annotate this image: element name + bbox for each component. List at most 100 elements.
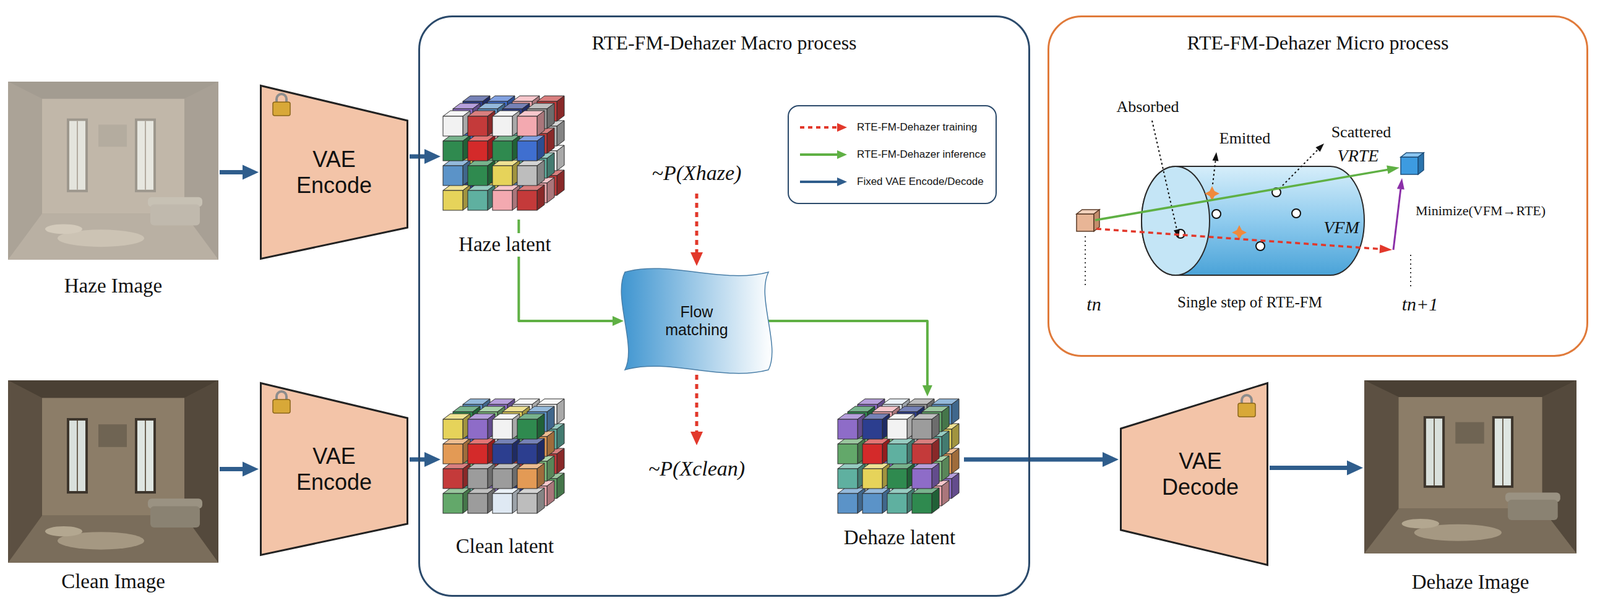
connector-line — [409, 457, 426, 463]
shape-part — [272, 399, 291, 414]
photo-scene — [1364, 380, 1577, 554]
shape-part — [443, 190, 463, 211]
shape-part — [467, 141, 488, 161]
shape-part — [1238, 403, 1256, 418]
latent-cube — [443, 488, 471, 514]
shape-part — [492, 444, 513, 465]
shape-part — [941, 480, 950, 507]
arrow-head — [1316, 143, 1325, 152]
latent-cube — [443, 110, 471, 137]
rte-velocity — [1095, 169, 1388, 221]
arrow-head — [424, 452, 441, 468]
latent-cube — [517, 413, 545, 440]
trapezoid — [1121, 383, 1268, 566]
shape-part — [862, 419, 883, 440]
connector-line — [219, 170, 244, 175]
latent-cube — [837, 438, 865, 465]
shape-part — [556, 145, 565, 171]
shape-part — [443, 444, 463, 465]
latent-cube — [467, 110, 495, 137]
shape-part — [887, 419, 908, 440]
shape-part — [517, 419, 538, 440]
latent-cube — [837, 463, 865, 489]
shape-part — [941, 455, 950, 482]
shape-part — [492, 165, 513, 186]
shape-part — [546, 152, 555, 179]
shape-part — [517, 190, 538, 211]
caption: Clean latent — [452, 535, 559, 559]
shape-part — [951, 399, 960, 425]
process-label: Emitted — [1219, 129, 1271, 148]
caption: Clean Image — [57, 570, 169, 594]
shape-part — [931, 463, 940, 489]
box-label: Flow matching — [665, 303, 728, 340]
latent-cube — [911, 413, 940, 440]
particle — [1212, 209, 1221, 219]
training-arrow — [695, 374, 699, 434]
time-leader — [1410, 254, 1412, 289]
latent-cube — [467, 135, 495, 161]
shape-part — [492, 116, 513, 137]
shape-part — [862, 493, 883, 514]
trapezoid — [261, 383, 408, 556]
shape-part — [537, 135, 545, 161]
latent-cube — [862, 413, 890, 440]
latent-tensor: Dehaze latent — [836, 397, 963, 522]
shape-part — [517, 493, 538, 514]
shape-part — [887, 468, 908, 489]
shape-part — [467, 493, 488, 514]
caption: Dehaze latent — [840, 526, 960, 551]
shape-part — [837, 419, 858, 440]
shape-part — [862, 468, 883, 489]
shape-part — [492, 190, 513, 211]
process-label: Absorbed — [1116, 98, 1179, 117]
latent-cube — [887, 438, 915, 465]
shape-part — [546, 431, 555, 457]
velocity-label: VRTE — [1337, 146, 1380, 166]
vae-encoder: VAE Encode — [259, 382, 409, 557]
latent-cube — [911, 463, 940, 489]
shape-part — [556, 473, 565, 499]
latent-cube — [467, 463, 495, 489]
lock-icon — [272, 391, 291, 414]
shape-part — [911, 468, 932, 489]
latent-cube — [492, 488, 520, 514]
latent-cube — [517, 438, 545, 465]
shape-part — [537, 438, 545, 465]
latent-shape — [836, 397, 963, 522]
shape-part — [467, 419, 488, 440]
legend-text: Fixed VAE Encode/Decode — [856, 175, 984, 189]
shape-part — [546, 406, 555, 432]
arrow-head — [1212, 152, 1219, 162]
latent-cube — [467, 488, 495, 514]
latent-cube — [467, 160, 495, 186]
latent-cube — [467, 184, 495, 211]
box-label: VAE Encode — [296, 443, 372, 495]
shape-part — [837, 468, 858, 489]
shape-part — [556, 95, 565, 122]
latent-cube — [887, 488, 915, 514]
shape-part — [556, 423, 565, 450]
macro-panel: RTE-FM-Dehazer Macro processHaze latentF… — [418, 15, 1031, 598]
shape-part — [887, 493, 908, 514]
latent-cube — [862, 438, 890, 465]
latent-cube — [837, 488, 865, 514]
shape-part — [517, 444, 538, 465]
latent-cube — [517, 184, 545, 211]
latent-cube — [837, 413, 865, 440]
latent-cube — [443, 184, 471, 211]
connector — [963, 452, 1119, 468]
latent-cube — [887, 463, 915, 489]
shape-part — [517, 141, 538, 161]
shape-part — [443, 493, 463, 514]
latent-shape — [441, 94, 568, 219]
legend-line — [800, 180, 839, 184]
arrow-head — [1386, 165, 1400, 175]
shape-part — [537, 463, 545, 489]
latent-tensor: Clean latent — [441, 397, 568, 522]
shape-part — [467, 116, 488, 137]
distribution-label: ~P(Xhaze) — [652, 161, 742, 185]
particle — [1255, 241, 1265, 251]
